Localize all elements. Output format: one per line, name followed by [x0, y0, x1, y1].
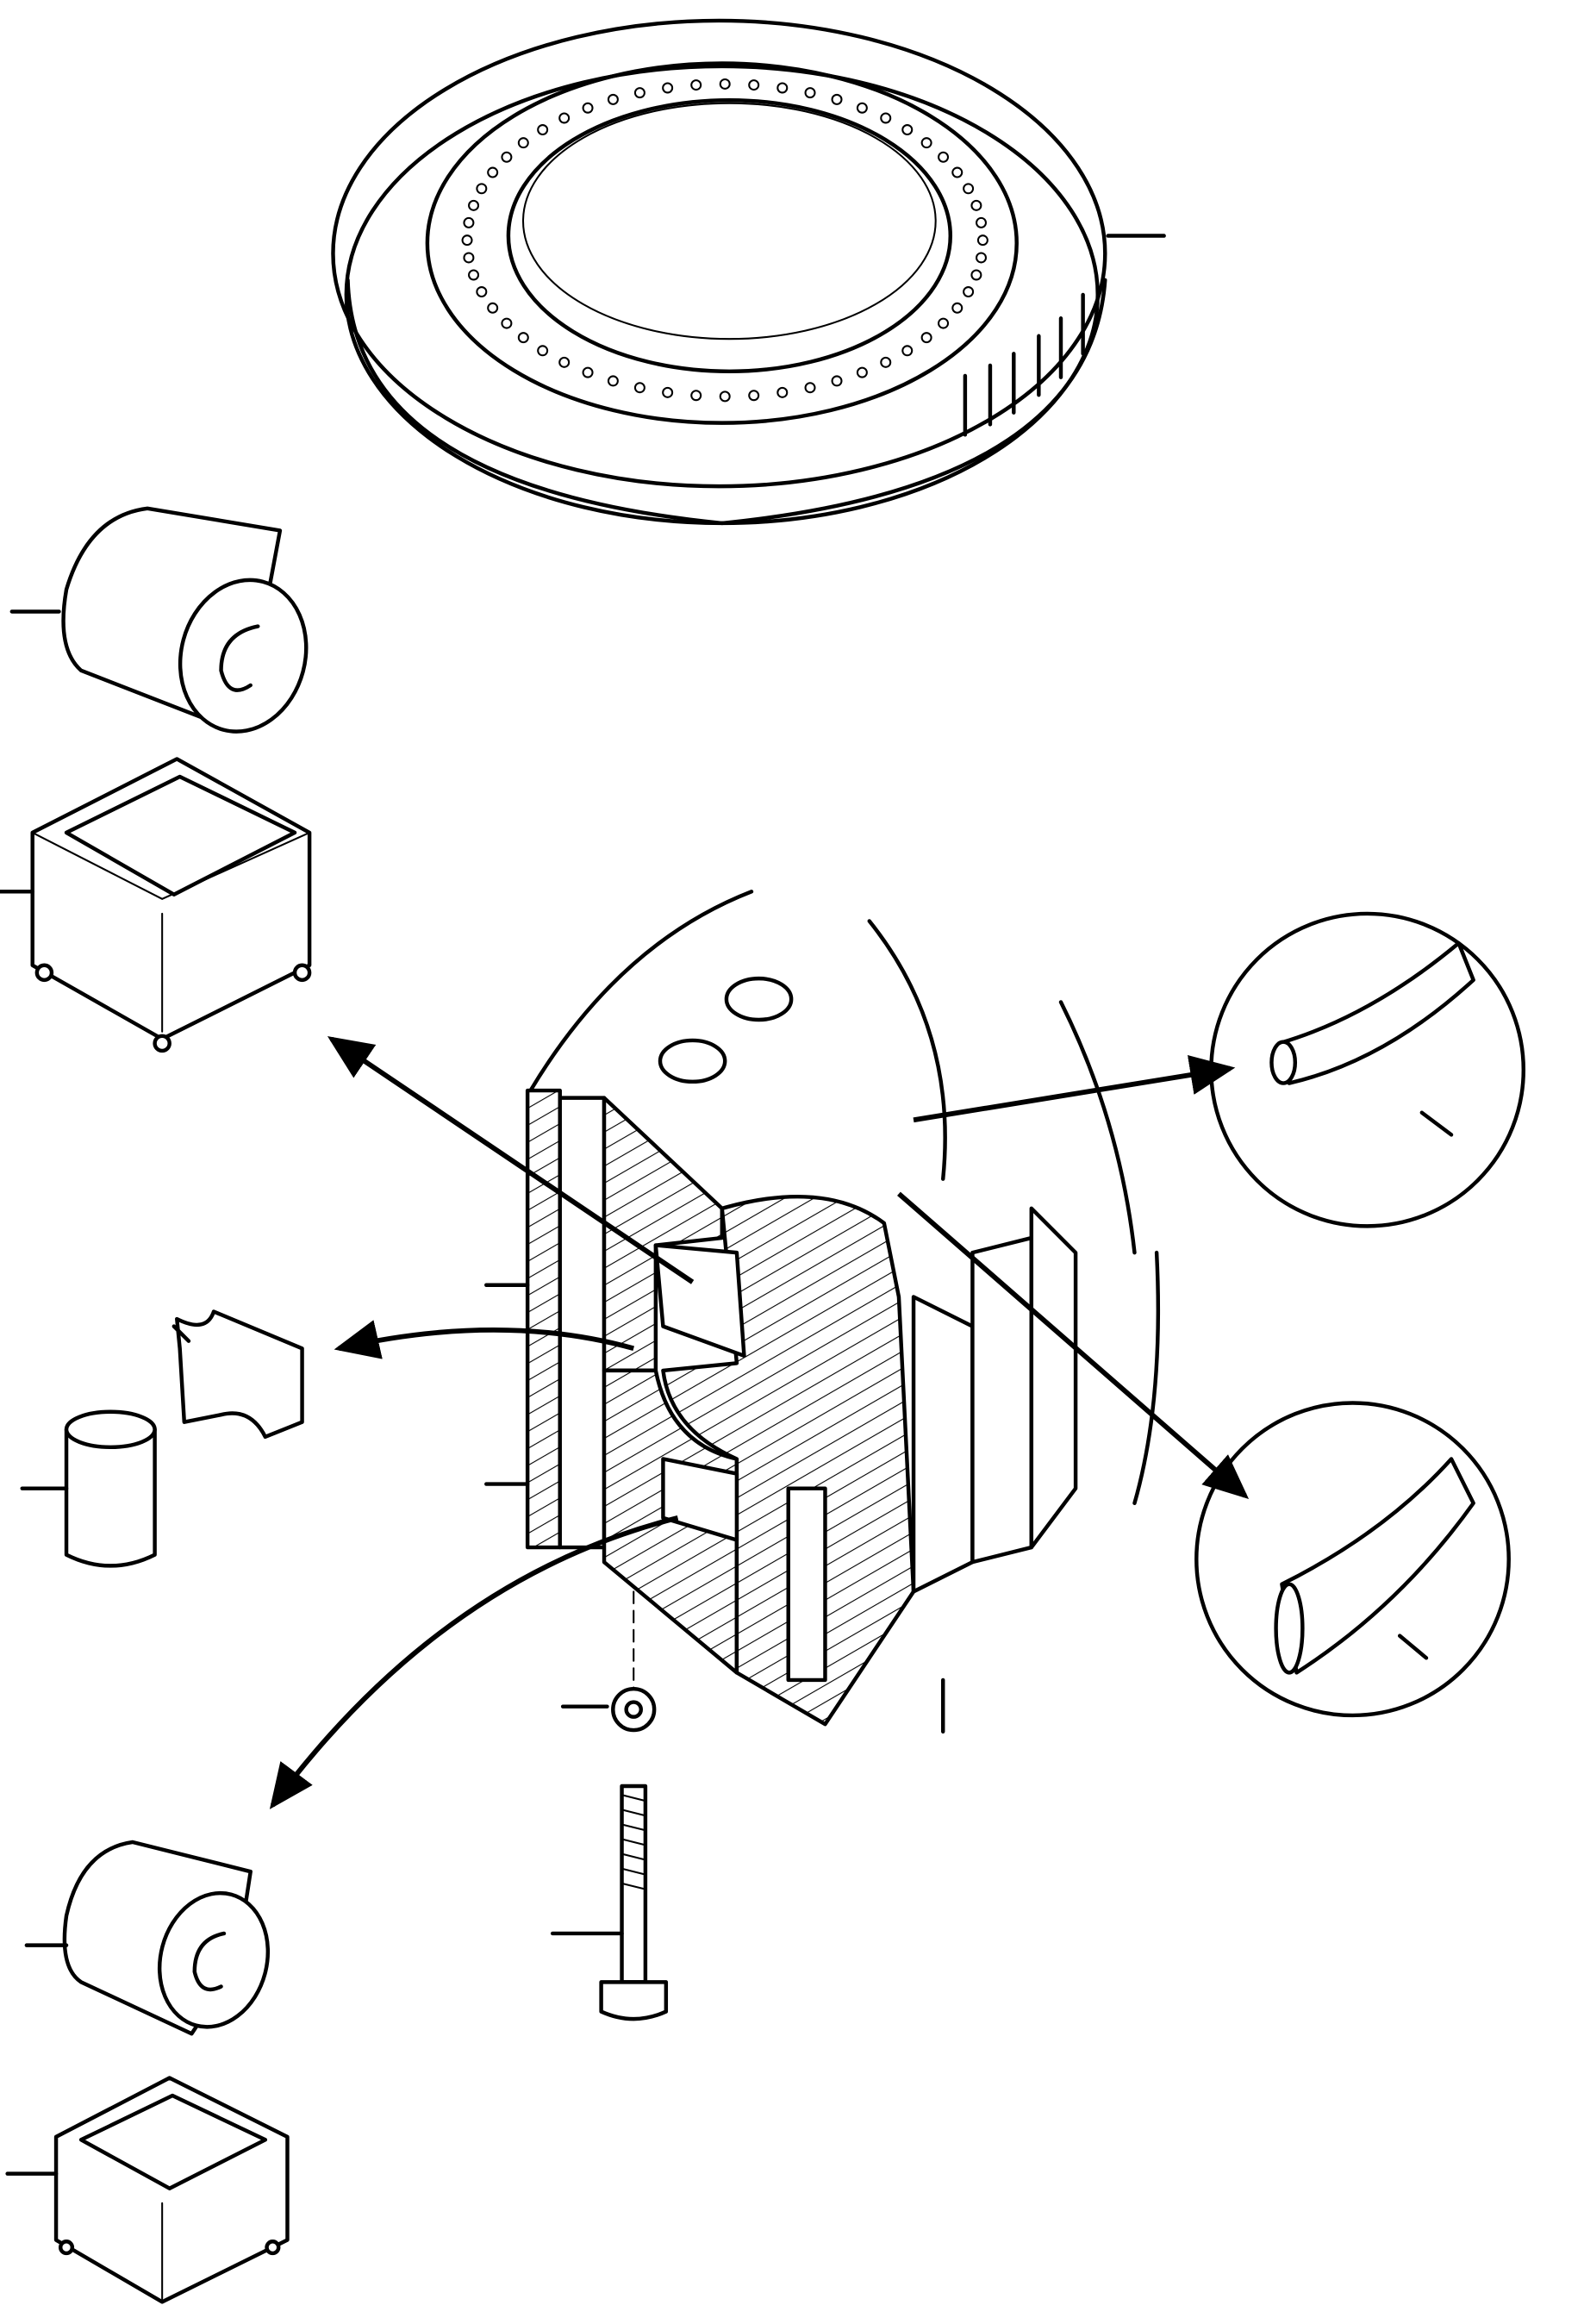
bolt-hole: [831, 375, 843, 387]
bushing-cup-bottom: [5, 2076, 290, 2304]
gear-teeth: [963, 292, 1085, 437]
seal-detail-top: [1209, 911, 1526, 1228]
bolt-hole: [901, 345, 914, 357]
arrow-to-bushing-bottom: [269, 1515, 679, 1809]
bolt-hole: [501, 151, 513, 163]
bolt-hole: [558, 112, 571, 124]
bolt-hole: [537, 124, 549, 136]
bolt-hole: [558, 356, 571, 368]
bolt-hole: [463, 216, 475, 228]
bolt-hole: [662, 386, 674, 398]
bolt-hole: [501, 317, 513, 329]
bolt-hole: [804, 382, 816, 394]
arrows: [269, 1036, 1250, 1809]
pin: [20, 1409, 157, 1568]
bolt-hole: [461, 234, 473, 247]
bushing-cylinder-top: [9, 506, 309, 734]
bolt-hole: [831, 93, 843, 105]
bolt-hole: [901, 124, 914, 136]
bolt-hole: [920, 137, 932, 149]
spacer: [171, 1309, 304, 1440]
bolt-hole: [976, 252, 988, 264]
bolt-hole: [487, 302, 499, 314]
bolt-hole: [856, 102, 868, 114]
bolt-hole: [582, 102, 594, 114]
bolt-hole: [856, 366, 868, 378]
bolt-hole: [748, 390, 760, 402]
lock-washer: [560, 1686, 657, 1733]
bolt-hole: [880, 356, 892, 368]
bolt-hole: [690, 79, 702, 91]
bolt-holes: [461, 78, 988, 403]
bolt-hole: [976, 216, 988, 228]
bolt-hole: [633, 87, 645, 99]
bolt-hole: [804, 87, 816, 99]
bolt-hole: [951, 302, 963, 314]
bushing-cylinder-bottom: [24, 1840, 271, 2036]
bolt-hole: [662, 82, 674, 94]
arrow-to-cup-top: [327, 1036, 695, 1284]
bolt-hole: [476, 286, 488, 298]
bolt-hole: [476, 183, 488, 195]
bolt-hole: [468, 199, 480, 211]
arrow-to-seal-bottom: [897, 1191, 1250, 1500]
bolt-hole: [970, 269, 982, 281]
seal-detail-bottom: [1194, 1401, 1511, 1718]
bolt-hole: [963, 183, 975, 195]
bolt-hole: [776, 82, 789, 94]
bolt-hole: [963, 286, 975, 298]
bolt-hole: [607, 375, 619, 387]
bolt-hole: [976, 234, 988, 247]
bolt-hole: [776, 386, 789, 398]
bolt-hole: [938, 151, 950, 163]
bolt-hole: [951, 166, 963, 178]
bolt-hole: [582, 366, 594, 378]
arrow-to-seal-top: [913, 1054, 1236, 1123]
bolt-hole: [719, 78, 731, 90]
bolt-hole: [517, 137, 529, 149]
arrow-to-spacer: [334, 1320, 634, 1359]
ring-cross-section: [484, 890, 1161, 1734]
bolt-hole: [633, 382, 645, 394]
slewing-ring: [331, 18, 1166, 526]
bolt-hole: [463, 252, 475, 264]
bolt-hole: [970, 199, 982, 211]
bolt-hole: [920, 332, 932, 344]
bolt-hole: [487, 166, 499, 178]
bolt-hole: [517, 332, 529, 344]
bolt-hole: [880, 112, 892, 124]
bolt: [550, 1784, 669, 2021]
bolt-hole: [719, 390, 731, 403]
bolt-hole: [748, 79, 760, 91]
bushing-cup-top: [0, 757, 312, 1053]
bolt-hole: [607, 93, 619, 105]
bolt-hole: [938, 317, 950, 329]
bolt-hole: [537, 345, 549, 357]
bolt-hole: [690, 390, 702, 402]
bolt-hole: [468, 269, 480, 281]
